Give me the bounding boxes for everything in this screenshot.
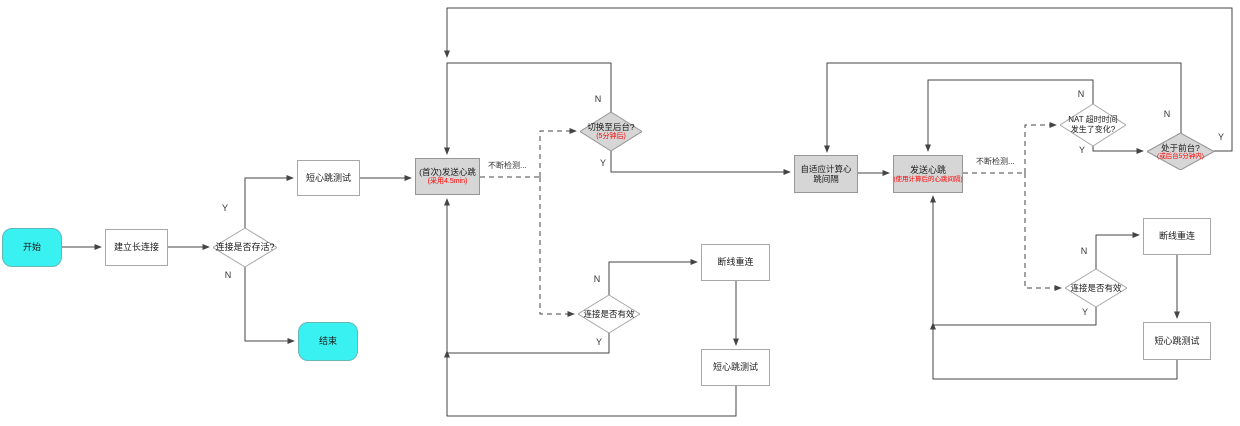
- end-node: 结束: [298, 322, 358, 361]
- nat-timeout-changed-line1: NAT 超时时间: [1068, 115, 1118, 125]
- reconnect-1-node: 断线重连: [701, 244, 770, 281]
- reconnect-2-label: 断线重连: [1158, 231, 1195, 242]
- short-heartbeat-test-3-node: 短心跳测试: [1143, 322, 1211, 360]
- reconnect-2-node: 断线重连: [1143, 218, 1211, 255]
- first-send-heartbeat-node: (首次)发送心跳 (采用4.5min): [415, 158, 480, 195]
- edge-nat-no-loop-to-send-top: [925, 79, 1094, 152]
- valid2-no-label: N: [1080, 246, 1088, 256]
- edge-valid2-yes-merge: [930, 307, 1097, 330]
- edge-switchbg-yes-to-adaptive: [610, 151, 791, 175]
- is-connection-valid-1-decision: 连接是否有效: [578, 295, 640, 333]
- alive-no-label: N: [224, 270, 232, 280]
- in-foreground-label: 处于前台?: [1161, 142, 1200, 153]
- is-connection-alive-decision: 连接是否存活?: [213, 228, 277, 267]
- foreground-yes-label: Y: [1217, 132, 1225, 142]
- edge-detect-to-nat: [1024, 122, 1057, 173]
- switch-to-background-note: (5分钟后): [596, 132, 626, 140]
- detecting-label-left: 不断检测...: [488, 161, 527, 170]
- in-foreground-decision: 处于前台? (或后台5分钟内): [1147, 133, 1214, 170]
- edge-switchbg-no-loop-to-first-send-top: [444, 62, 612, 155]
- edge-foreground-no-loop-to-adaptive-top: [824, 62, 1182, 153]
- end-label: 结束: [318, 336, 337, 347]
- send-heartbeat-node: 发送心跳 (使用计算后的心跳间隔): [893, 155, 963, 193]
- edge-detect-to-valid2: [1024, 173, 1062, 291]
- valid2-yes-label: Y: [1081, 307, 1089, 317]
- alive-yes-label: Y: [221, 203, 229, 213]
- edge-detect-to-switchbg: [539, 128, 577, 177]
- edge-valid1-yes-merge: [444, 333, 610, 358]
- edge-short-test-3-bottom-loop: [930, 195, 1178, 380]
- establish-connection-label: 建立长连接: [113, 242, 159, 253]
- adaptive-compute-interval-node: 自适应计算心跳间隔: [794, 155, 858, 193]
- edge-alive-no-to-end: [244, 267, 295, 344]
- detecting-label-right: 不断检测...: [976, 157, 1015, 166]
- switchbg-no-label: N: [594, 94, 602, 104]
- foreground-no-label: N: [1163, 109, 1171, 119]
- start-node: 开始: [2, 228, 62, 267]
- nat-yes-label: Y: [1078, 145, 1086, 155]
- in-foreground-note: (或后台5分钟内): [1157, 152, 1204, 160]
- is-connection-valid-2-label: 连接是否有效: [1070, 282, 1122, 293]
- nat-timeout-changed-line2: 发生了变化?: [1070, 125, 1116, 134]
- short-heartbeat-test-1-label: 短心跳测试: [305, 172, 351, 183]
- is-connection-alive-label: 连接是否存活?: [215, 242, 275, 253]
- switchbg-yes-label: Y: [599, 158, 607, 168]
- is-connection-valid-1-label: 连接是否有效: [583, 308, 635, 319]
- establish-connection-node: 建立长连接: [105, 229, 168, 266]
- short-heartbeat-test-2-node: 短心跳测试: [701, 349, 770, 386]
- nat-timeout-changed-decision: NAT 超时时间 发生了变化?: [1060, 104, 1126, 146]
- start-label: 开始: [22, 242, 41, 253]
- valid1-yes-label: Y: [595, 337, 603, 347]
- short-heartbeat-test-1-node: 短心跳测试: [297, 160, 360, 196]
- edge-foreground-yes-top-loop: [444, 7, 1233, 152]
- adaptive-compute-interval-label: 自适应计算心跳间隔: [800, 163, 852, 184]
- edge-detect-to-valid1: [539, 177, 575, 317]
- short-heartbeat-test-3-label: 短心跳测试: [1154, 335, 1200, 346]
- edge-alive-yes-to-short-test-1: [244, 175, 294, 228]
- edge-short-test-2-bottom-loop: [444, 198, 737, 417]
- switch-to-background-label: 切换至后台?: [587, 122, 635, 133]
- first-send-heartbeat-label: (首次)发送心跳: [419, 167, 476, 178]
- send-heartbeat-note: (使用计算后的心跳间隔): [893, 175, 963, 183]
- switch-to-background-decision: 切换至后台? (5分钟后): [580, 112, 642, 151]
- edge-valid1-no-to-reconnect1: [608, 259, 698, 295]
- edge-valid2-no-to-reconnect2: [1095, 232, 1140, 269]
- edge-nat-yes-to-foreground: [1092, 146, 1144, 154]
- send-heartbeat-label: 发送心跳: [909, 164, 946, 175]
- valid1-no-label: N: [593, 274, 601, 284]
- reconnect-1-label: 断线重连: [717, 257, 754, 268]
- is-connection-valid-2-decision: 连接是否有效: [1065, 269, 1127, 307]
- first-send-heartbeat-note: (采用4.5min): [427, 177, 468, 185]
- short-heartbeat-test-2-label: 短心跳测试: [712, 362, 758, 373]
- nat-no-label: N: [1077, 89, 1085, 99]
